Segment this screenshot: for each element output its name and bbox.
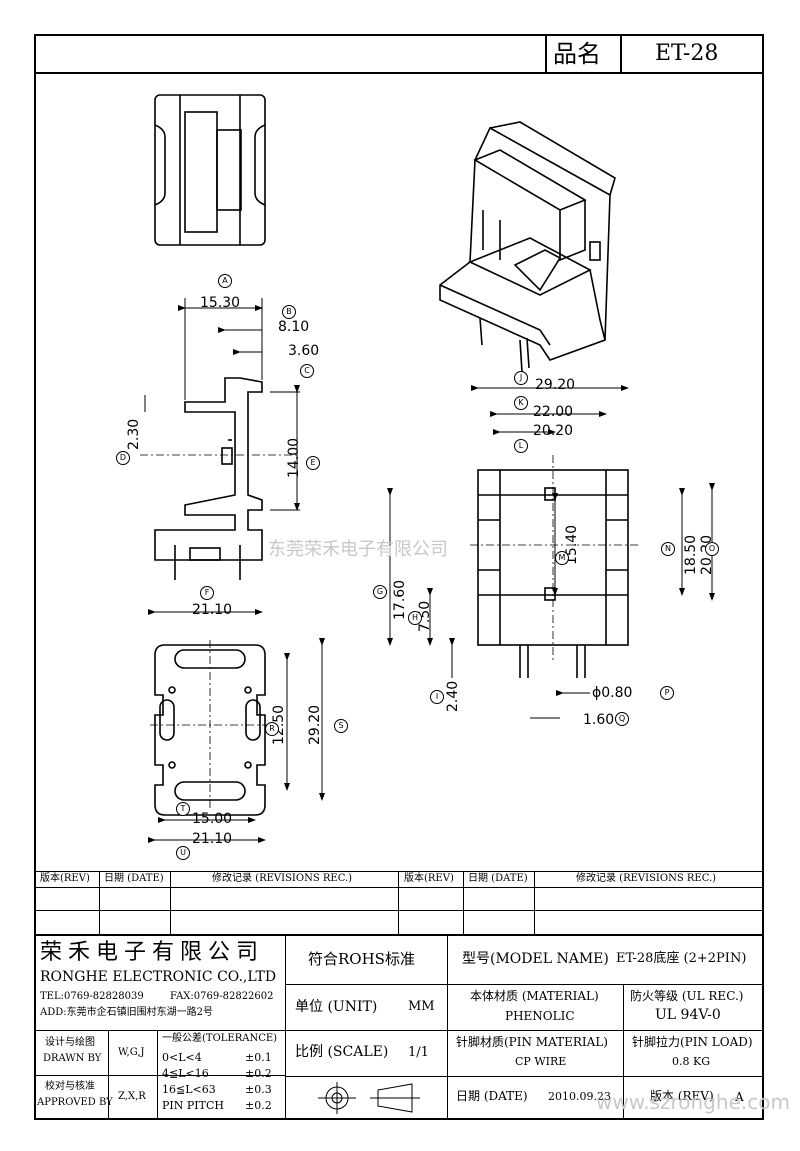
dim-letter-j: J — [514, 371, 528, 385]
tol-row-1-val: ±0.1 — [245, 1051, 272, 1064]
scale-label: 比例 (SCALE) — [295, 1044, 389, 1060]
dim-letter-a: A — [218, 274, 232, 288]
header-sep-1 — [545, 34, 547, 74]
rev-col-header-2: 版本(REV) — [404, 873, 454, 884]
dim-c-value: 3.60 — [288, 343, 320, 359]
technical-drawing — [140, 94, 715, 843]
isometric-view — [439, 121, 616, 373]
fire-rating-value: UL 94V-0 — [655, 1007, 721, 1023]
unit-label: 单位 (UNIT) — [295, 999, 378, 1015]
dim-g-value: 17.60 — [392, 579, 408, 620]
checker-label-cn: 校对与核准 — [45, 1081, 95, 1092]
tol-row-2-val: ±0.2 — [245, 1067, 272, 1080]
centre-lines — [140, 454, 640, 810]
dim-u-value: 21.10 — [192, 831, 233, 847]
scale-value: 1/1 — [408, 1045, 429, 1060]
dim-p-value: ϕ0.80 — [592, 685, 633, 701]
dim-letter-q: Q — [615, 712, 629, 726]
designer-label-cn: 设计与绘图 — [45, 1037, 95, 1048]
pin-load-value: 0.8 KG — [672, 1055, 710, 1068]
date-col-header-2: 日期 (DATE) — [468, 873, 528, 884]
dim-l-value: 20.20 — [533, 423, 574, 439]
material-label: 本体材质 (MATERIAL) — [470, 989, 599, 1003]
revision-label: 版本 (REV) — [650, 1089, 714, 1103]
projection-symbol — [318, 1082, 420, 1114]
pin-material-label: 针脚材质(PIN MATERIAL) — [456, 1035, 608, 1049]
company-tel: TEL:0769-82828039 — [40, 991, 144, 1002]
material-value: PHENOLIC — [505, 1009, 575, 1023]
company-fax: FAX:0769-82822602 — [170, 991, 274, 1002]
dim-letter-m: M — [555, 551, 569, 565]
tol-row-4-val: ±0.2 — [245, 1099, 272, 1112]
date-col-header: 日期 (DATE) — [104, 873, 164, 884]
dim-letter-r: R — [265, 722, 279, 736]
dim-e-value: 14.00 — [286, 437, 302, 478]
dim-letter-f: F — [200, 586, 214, 600]
rohs-label: 符合ROHS标准 — [308, 950, 415, 968]
dim-letter-u: U — [176, 846, 190, 860]
checker-label-en: APPROVED BY — [37, 1097, 113, 1108]
company-name-cn: 荣禾电子有限公司 — [40, 940, 265, 965]
product-name-value: ET-28 — [655, 41, 719, 66]
dim-letter-l: L — [514, 439, 528, 453]
tol-row-1-range: 0<L<4 — [162, 1051, 202, 1064]
rec-col-header-2: 修改记录 (REVISIONS REC.) — [576, 873, 717, 884]
drawing-frame — [34, 34, 764, 1120]
dim-f-value: 21.10 — [192, 602, 233, 618]
dim-d-value: 2.30 — [126, 418, 142, 450]
header-divider — [34, 72, 764, 74]
bottom-view — [154, 644, 266, 816]
tol-row-4-range: PIN PITCH — [162, 1099, 224, 1112]
dim-j-value: 29.20 — [535, 377, 576, 393]
dimension-lines — [144, 298, 715, 843]
dim-letter-s: S — [334, 719, 348, 733]
dim-t-value: 15.00 — [192, 811, 233, 827]
dim-letter-n: N — [661, 542, 675, 556]
dim-n-value: 18.50 — [683, 534, 699, 575]
pin-material-value: CP WIRE — [515, 1055, 567, 1068]
dim-letter-h: H — [408, 611, 422, 625]
dim-letter-g: G — [373, 585, 387, 599]
designer-label-en: DRAWN BY — [43, 1053, 102, 1064]
checker-value: Z,X,R — [118, 1091, 146, 1102]
dim-s-value: 29.20 — [307, 704, 323, 745]
dim-letter-o: O — [705, 542, 719, 556]
pin-load-label: 针脚拉力(PIN LOAD) — [632, 1035, 753, 1049]
watermark-center: 东莞荣禾电子有限公司 — [268, 539, 448, 560]
company-name-en: RONGHE ELECTRONIC CO.,LTD — [40, 969, 277, 985]
top-view — [154, 94, 266, 246]
designer-value: W,G,J — [118, 1047, 145, 1058]
dim-letter-k: K — [514, 396, 528, 410]
model-value: ET-28底座 (2+2PIN) — [616, 951, 747, 966]
rev-col-header: 版本(REV) — [40, 873, 90, 884]
model-label: 型号(MODEL NAME) — [462, 951, 609, 967]
dim-letter-p: P — [660, 686, 674, 700]
tol-row-3-val: ±0.3 — [245, 1083, 272, 1096]
header-sep-2 — [620, 34, 622, 74]
fire-rating-label: 防火等级 (UL REC.) — [630, 989, 744, 1003]
company-address: ADD:东莞市企石镇旧围村东湖一路2号 — [40, 1007, 213, 1018]
product-name-label: 品名 — [553, 40, 601, 68]
dim-letter-e: E — [306, 456, 320, 470]
dim-letter-i: I — [430, 690, 444, 704]
side-view — [154, 377, 263, 580]
dim-letter-b: B — [282, 305, 296, 319]
date-value: 2010.09.23 — [548, 1090, 611, 1103]
rec-col-header: 修改记录 (REVISIONS REC.) — [212, 873, 353, 884]
tolerance-title: 一般公差(TOLERANCE) — [162, 1033, 278, 1044]
dim-k-value: 22.00 — [533, 404, 574, 420]
dim-b-value: 8.10 — [278, 319, 310, 335]
date-label: 日期 (DATE) — [456, 1089, 528, 1103]
watermark-bottom: www.szronghe.com — [596, 1090, 790, 1114]
revision-value: A — [735, 1090, 744, 1104]
dim-letter-t: T — [176, 802, 190, 816]
tol-row-3-range: 16≦L<63 — [162, 1083, 216, 1096]
dim-letter-c: C — [300, 364, 314, 378]
dim-q-value: 1.60 — [583, 712, 615, 728]
dim-letter-d: D — [116, 451, 130, 465]
unit-value: MM — [408, 999, 435, 1014]
tol-row-2-range: 4≦L<16 — [162, 1067, 209, 1080]
dim-i-value: 2.40 — [445, 680, 461, 712]
dim-a-value: 15.30 — [200, 295, 241, 311]
